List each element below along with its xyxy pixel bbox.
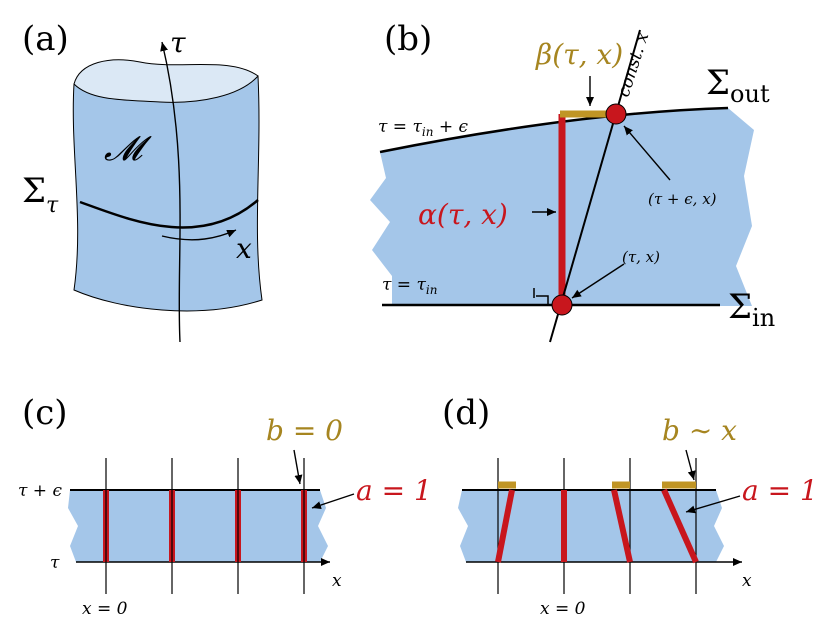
panel-b-label: (b) xyxy=(384,19,432,59)
x-axis-label-c: x xyxy=(332,571,342,591)
a-label-d: a = 1 xyxy=(742,474,818,507)
manifold-body xyxy=(72,74,263,312)
sigma-in-label: Σin xyxy=(728,287,775,332)
tau-in-plus-label: τ = τin + ϵ xyxy=(378,117,469,139)
b-arrow-c xyxy=(293,449,303,485)
b-label-d: b ∼ x xyxy=(662,414,737,447)
strip-c xyxy=(68,490,328,562)
grid-lines-c-overlay xyxy=(105,490,305,562)
tau-label: τ xyxy=(170,26,186,59)
x-axis-label-d: x xyxy=(742,571,752,591)
tau-plus-label-c: τ + ϵ xyxy=(18,481,62,501)
point-top xyxy=(605,103,627,125)
panel-c-label: (c) xyxy=(22,393,68,433)
tau-label-c: τ xyxy=(50,553,60,573)
lapse-bars-d xyxy=(495,488,699,564)
a-label-c: a = 1 xyxy=(356,474,432,507)
x-zero-label-d: x = 0 xyxy=(540,599,586,619)
const-x-line xyxy=(549,29,641,343)
b-arrow-d xyxy=(685,449,696,481)
point-bottom-arrow xyxy=(571,263,625,299)
x-label: x xyxy=(236,232,252,265)
alpha-label: α(τ, x) xyxy=(418,198,508,231)
panel-b: (b) β(τ, x) α(τ, x) const. x Σout Σin τ … xyxy=(370,19,775,343)
x-zero-label-c: x = 0 xyxy=(82,599,128,619)
sigma-out-label: Σout xyxy=(706,63,770,108)
point-bottom-label: (τ, x) xyxy=(622,248,660,266)
manifold-top-cap xyxy=(73,59,259,103)
sigma-out-curve xyxy=(379,106,729,154)
right-angle-mark xyxy=(536,295,549,306)
a-arrow-d xyxy=(685,495,741,514)
panel-a-label: (a) xyxy=(22,19,69,59)
point-top-label: (τ + ϵ, x) xyxy=(648,190,717,208)
b-label-c: b = 0 xyxy=(266,414,343,447)
tau-in-label: τ = τin xyxy=(382,275,437,297)
panel-d-label: (d) xyxy=(442,393,490,433)
point-bottom xyxy=(551,294,573,316)
point-top-arrow xyxy=(623,125,671,181)
x-arrow xyxy=(161,229,237,241)
panel-d: (d) b ∼ x a = 1 x x = 0 xyxy=(442,393,818,619)
a-arrow-c xyxy=(311,493,355,509)
tau-axis xyxy=(160,41,181,343)
strip-d xyxy=(458,490,724,562)
sigma-tau-curve xyxy=(79,199,259,229)
panel-c: (c) b = 0 a = 1 τ + ϵ τ x x = 0 xyxy=(18,393,432,619)
sigma-tau-label: Στ xyxy=(22,171,59,218)
beta-label: β(τ, x) xyxy=(535,38,623,71)
panel-a: (a) τ 𝓜 Στ x xyxy=(22,19,263,343)
